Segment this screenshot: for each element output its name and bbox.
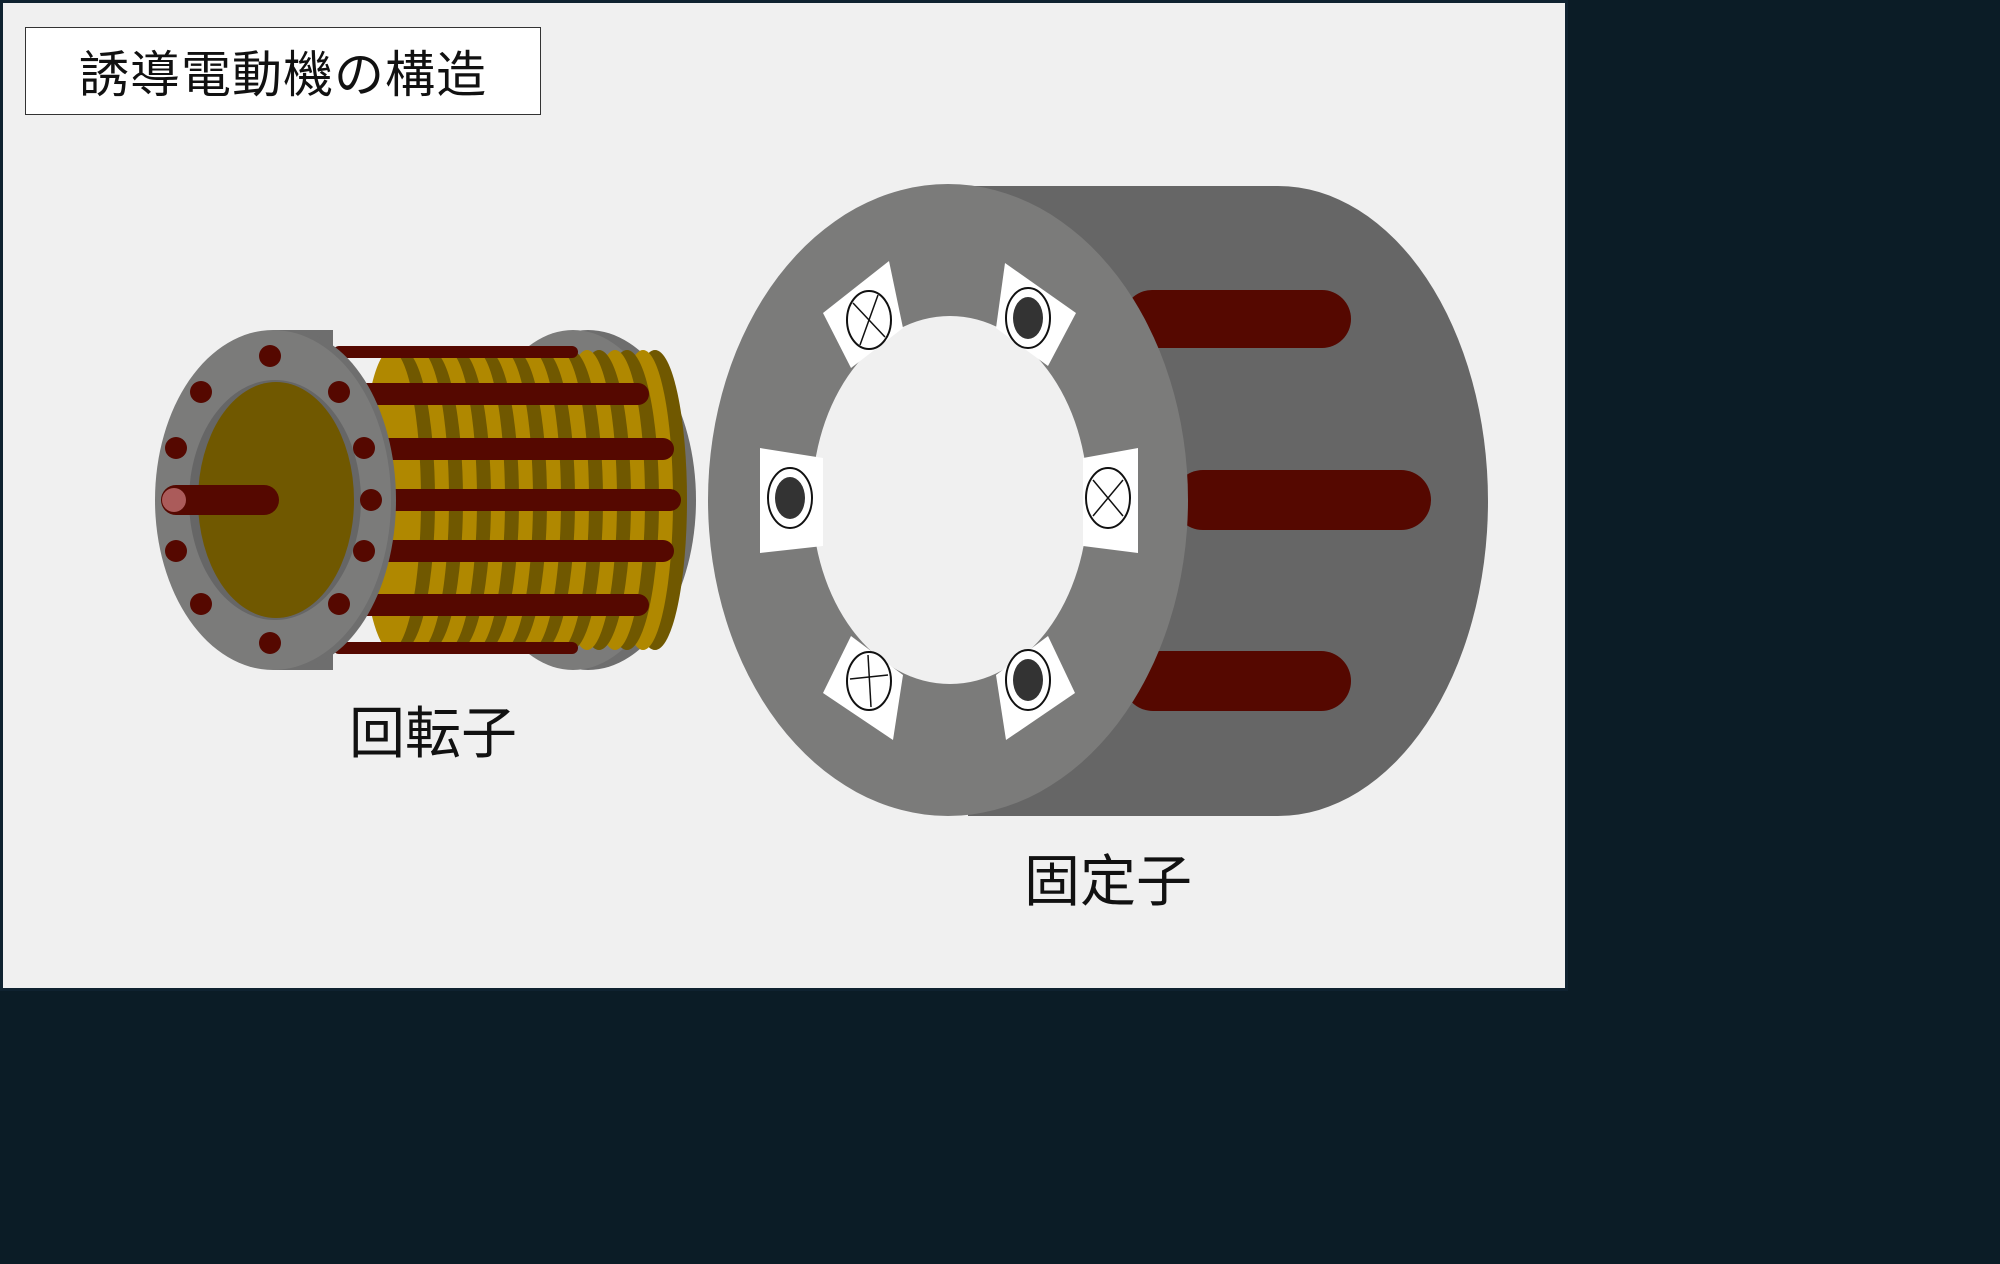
motor-diagram: 回転子 [155,184,1488,915]
rotor-flange-hole [190,381,212,403]
coil-dot-icon [1005,649,1051,711]
rotor-conductor-bar [365,438,674,460]
diagram-canvas: 誘導電動機の構造 [0,0,1568,991]
coil-cross-icon [1085,467,1131,529]
rotor-shaft [161,485,279,515]
rotor-conductor-bar [365,540,674,562]
coil-cross-icon [846,290,892,350]
rotor: 回転子 [155,330,696,767]
coil-dot-icon [767,467,813,529]
rotor-flange-hole [353,437,375,459]
rotor-flange-holes [165,345,382,654]
rotor-flange-hole [165,437,187,459]
rotor-flange-hole [353,540,375,562]
coil-cross-icon [846,651,892,711]
rotor-flange-hole [259,345,281,367]
stator-label: 固定子 [1024,850,1192,915]
page-title: 誘導電動機の構造 [79,46,487,104]
stator-bar-bottom [1123,651,1351,711]
rotor-flange-hole [165,540,187,562]
stator-bar-top [1123,290,1351,348]
rotor-flange-hole [328,381,350,403]
coil-dot-icon [1005,287,1051,349]
rotor-flange-hole [360,489,382,511]
stator: 固定子 [708,184,1488,915]
rotor-conductor-bar [353,594,649,616]
rotor-conductor-bars [333,346,681,654]
title-box: 誘導電動機の構造 [25,27,541,115]
rotor-flange-hole [190,593,212,615]
rotor-flange-hole [328,593,350,615]
rotor-flange-hole [259,632,281,654]
rotor-conductor-bar [333,642,578,654]
rotor-conductor-bar [353,383,649,405]
rotor-conductor-bar [333,346,578,358]
stator-bore [812,316,1088,684]
rotor-label: 回転子 [349,702,517,767]
rotor-conductor-bar [371,489,681,511]
stator-bar-middle [1173,470,1431,530]
